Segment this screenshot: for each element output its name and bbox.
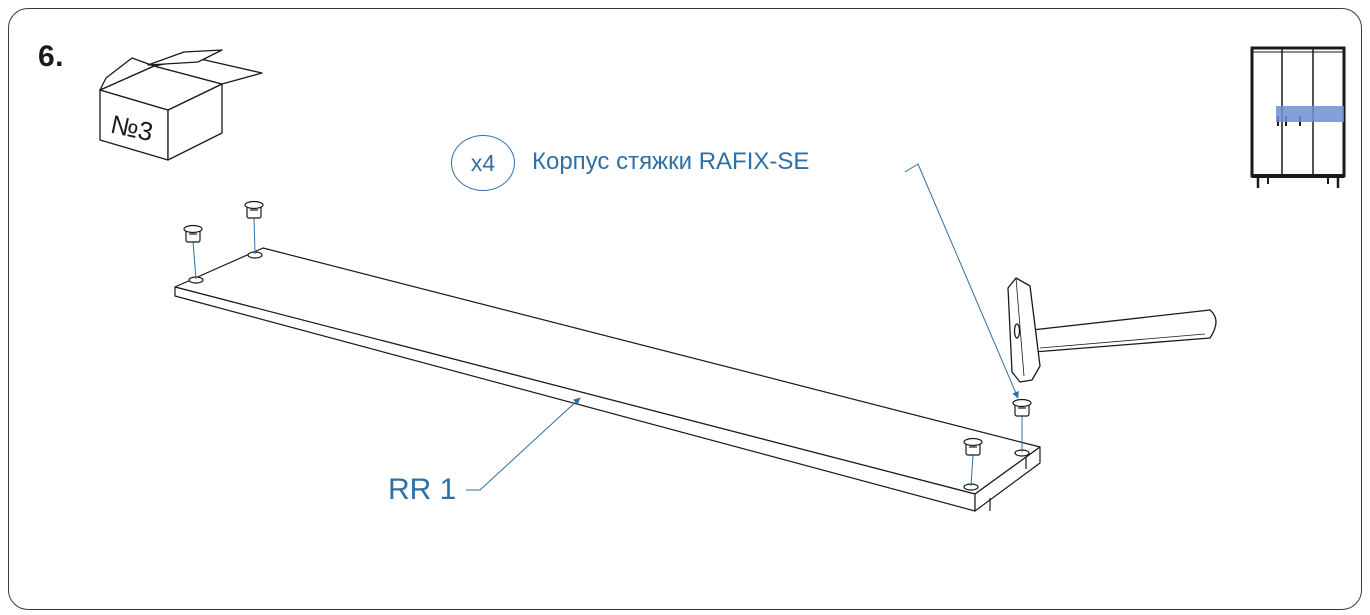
cam-housing-3 <box>963 437 983 456</box>
panel-callout-line <box>466 397 581 491</box>
cam-housing-4 <box>1012 398 1032 417</box>
cam-housing-2 <box>244 200 264 219</box>
panel-rr1 <box>174 247 1041 512</box>
hammer-icon <box>1007 277 1217 383</box>
part-name-label: Корпус стяжки RAFIX-SE <box>532 148 810 175</box>
quantity-badge: x4 <box>451 135 515 191</box>
instruction-frame <box>8 8 1362 610</box>
wardrobe-icon <box>1250 46 1346 188</box>
part-callout-line <box>904 163 1019 399</box>
guide-lines <box>192 217 1023 487</box>
highlight-band <box>1276 106 1344 122</box>
panel-label: RR 1 <box>388 473 457 506</box>
cam-housing-1 <box>183 224 203 243</box>
step-number: 6. <box>38 40 65 73</box>
box-icon: №3 <box>99 49 263 161</box>
